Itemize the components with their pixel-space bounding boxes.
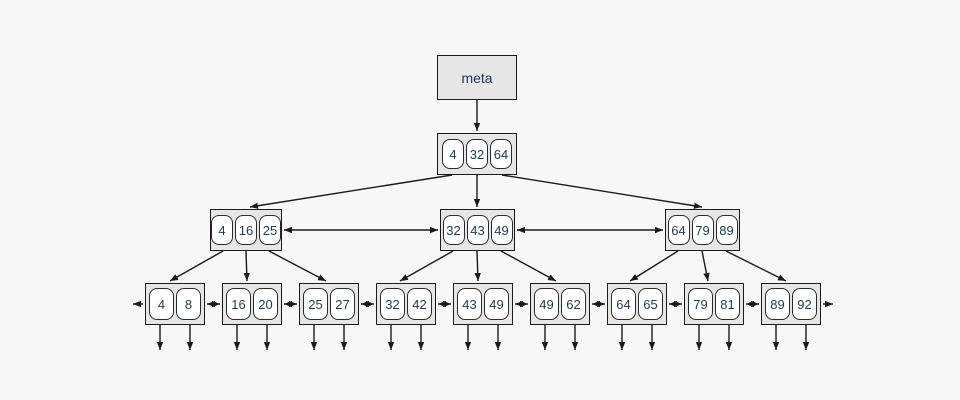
internal-node-cell[interactable]: 32	[442, 215, 465, 245]
leaf-node-cell-label: 92	[797, 296, 812, 312]
leaf-node-cell[interactable]: 32	[380, 288, 405, 320]
meta-node-label: meta	[461, 69, 493, 86]
leaf-node[interactable]: 43 49	[453, 283, 513, 325]
internal-node[interactable]: 64 79 89	[665, 209, 740, 251]
internal-node-cell-label: 43	[470, 222, 485, 238]
leaf-node-cell[interactable]: 49	[484, 288, 509, 320]
leaf-node-cells: 49 62	[534, 288, 586, 320]
edge-internal-to-leaf	[399, 250, 454, 282]
leaf-node-cell[interactable]: 81	[715, 288, 740, 320]
leaf-node[interactable]: 32 42	[376, 283, 436, 325]
leaf-node-cell-label: 42	[412, 296, 427, 312]
leaf-node-cell-label: 25	[308, 296, 323, 312]
leaf-node-cell-label: 27	[335, 296, 350, 312]
leaf-node-cell-label: 81	[720, 296, 735, 312]
edge-internal-to-leaf	[169, 250, 224, 282]
leaf-node-cells: 32 42	[380, 288, 432, 320]
root-node-cell-label: 4	[449, 146, 457, 162]
leaf-node-cell[interactable]: 8	[176, 288, 201, 320]
leaf-node-cell[interactable]: 62	[561, 288, 586, 320]
edge-internal-to-leaf	[725, 250, 787, 282]
leaf-node[interactable]: 79 81	[684, 283, 744, 325]
root-node-cell[interactable]: 64	[490, 139, 512, 169]
leaf-node-cell-label: 4	[157, 296, 166, 312]
leaf-node-cells: 43 49	[457, 288, 509, 320]
leaf-node-cell[interactable]: 16	[226, 288, 251, 320]
leaf-node-cell[interactable]: 49	[534, 288, 559, 320]
leaf-node-cell-label: 89	[770, 296, 785, 312]
edge-internal-to-leaf	[268, 250, 327, 282]
internal-node-cells: 32 43 49	[442, 215, 513, 245]
leaf-node-cell[interactable]: 89	[765, 288, 790, 320]
edge-internal-to-leaf	[701, 250, 710, 282]
edge-root-to-internal	[249, 174, 453, 209]
leaf-node-cell[interactable]: 92	[792, 288, 817, 320]
internal-node-cell-label: 16	[238, 222, 254, 238]
leaf-node-cell[interactable]: 79	[688, 288, 713, 320]
internal-node-cell[interactable]: 43	[466, 215, 489, 245]
internal-node-cell-label: 79	[695, 222, 710, 238]
internal-node-cell[interactable]: 89	[715, 215, 738, 245]
internal-node-cell[interactable]: 16	[235, 215, 257, 245]
leaf-node-cell-label: 49	[489, 296, 504, 312]
meta-node[interactable]: meta	[437, 55, 517, 100]
root-node[interactable]: 4 32 64	[437, 133, 517, 175]
leaf-node-cell[interactable]: 27	[330, 288, 355, 320]
internal-node-cells: 4 16 25	[211, 215, 281, 245]
leaf-node-cells: 64 65	[611, 288, 663, 320]
leaf-node[interactable]: 64 65	[607, 283, 667, 325]
internal-node[interactable]: 4 16 25	[210, 209, 282, 251]
leaf-node[interactable]: 89 92	[761, 283, 821, 325]
leaf-node-cell[interactable]: 4	[149, 288, 174, 320]
leaf-node[interactable]: 25 27	[299, 283, 359, 325]
leaf-node-cell-label: 79	[693, 296, 708, 312]
leaf-node-cell-label: 16	[231, 296, 246, 312]
root-node-cell-label: 64	[493, 146, 509, 162]
leaf-node-cells: 79 81	[688, 288, 740, 320]
leaf-node-cell[interactable]: 25	[303, 288, 328, 320]
root-node-cells: 4 32 64	[442, 139, 512, 169]
internal-node-cell[interactable]: 25	[259, 215, 281, 245]
root-node-cell-label: 32	[469, 146, 485, 162]
internal-node-cell-label: 32	[446, 222, 461, 238]
internal-node-cell-label: 4	[218, 222, 226, 238]
leaf-node-cell-label: 8	[184, 296, 193, 312]
leaf-node-cell[interactable]: 43	[457, 288, 482, 320]
edge-internal-to-leaf	[629, 250, 679, 282]
internal-node-cell-label: 64	[671, 222, 686, 238]
edge-root-to-internal	[501, 174, 703, 209]
leaf-node-cell[interactable]: 64	[611, 288, 636, 320]
internal-node-cell[interactable]: 49	[490, 215, 513, 245]
leaf-node-cell-label: 65	[643, 296, 658, 312]
internal-node[interactable]: 32 43 49	[440, 209, 515, 251]
leaf-node-cell-label: 20	[258, 296, 273, 312]
leaf-node-cell-label: 49	[539, 296, 554, 312]
internal-node-cell-label: 49	[494, 222, 509, 238]
internal-node-cell[interactable]: 64	[667, 215, 690, 245]
root-node-cell[interactable]: 32	[466, 139, 488, 169]
edge-internal-to-leaf	[243, 250, 250, 282]
edge-internal-to-leaf	[500, 250, 557, 282]
leaf-node[interactable]: 49 62	[530, 283, 590, 325]
root-node-cell[interactable]: 4	[442, 139, 464, 169]
leaf-node-cell-label: 43	[462, 296, 477, 312]
edge-internal-to-leaf	[474, 250, 481, 282]
leaf-node-cell[interactable]: 65	[638, 288, 663, 320]
internal-node-cells: 64 79 89	[667, 215, 738, 245]
internal-node-cell-label: 89	[719, 222, 734, 238]
leaf-node-cells: 25 27	[303, 288, 355, 320]
leaf-node-cell[interactable]: 20	[253, 288, 278, 320]
leaf-node-cell-label: 64	[616, 296, 631, 312]
leaf-node-cell-label: 32	[385, 296, 400, 312]
leaf-node-cell[interactable]: 42	[407, 288, 432, 320]
internal-node-cell[interactable]: 79	[691, 215, 714, 245]
leaf-node-cell-label: 62	[566, 296, 581, 312]
leaf-node-cells: 89 92	[765, 288, 817, 320]
internal-node-cell-label: 25	[262, 222, 278, 238]
internal-node-cell[interactable]: 4	[211, 215, 233, 245]
